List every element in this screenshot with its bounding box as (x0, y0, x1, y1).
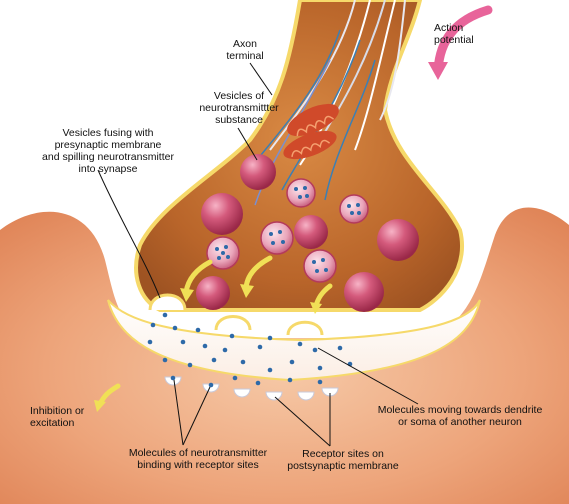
axon-terminal-label: Axon terminal (215, 38, 275, 62)
inhibition-label: Inhibition or excitation (30, 405, 120, 429)
vesicles-fusing-label: Vesicles fusing with presynaptic membran… (28, 127, 188, 175)
receptor-sites-label: Receptor sites on postsynaptic membrane (283, 448, 403, 472)
molecules-moving-label: Molecules moving towards dendrite or som… (360, 404, 560, 428)
molecules-binding-label: Molecules of neurotransmitter binding wi… (123, 447, 273, 471)
action-potential-arrowhead (428, 62, 448, 80)
vesicles-neurotransmitter-label: Vesicles of neurotransmittter substance (184, 90, 294, 126)
action-potential-label: Action potential (434, 22, 504, 46)
